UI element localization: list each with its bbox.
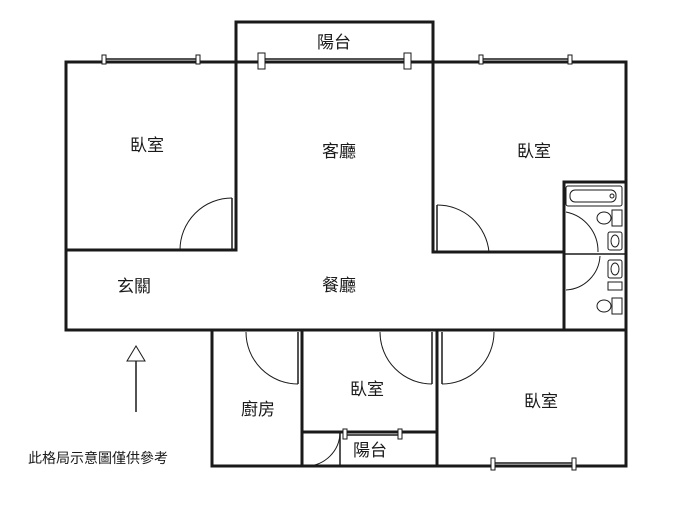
room-label-bedroom-top-right: 臥室 — [517, 142, 551, 162]
window-mark — [490, 457, 496, 471]
room-label-kitchen: 廚房 — [241, 399, 275, 420]
room-label-balcony-bottom: 陽台 — [353, 441, 387, 461]
door-swing — [565, 211, 599, 253]
bathtub-basin-icon — [569, 189, 617, 203]
door-swing — [179, 197, 233, 251]
room-label-bedroom-bottom-right: 臥室 — [524, 392, 558, 412]
wall-bedroom-top-right-bottom — [431, 60, 566, 254]
door-swing — [305, 431, 341, 467]
toilet-tank-icon — [611, 297, 623, 315]
wall-bedroom-top-left — [64, 60, 238, 252]
room-label-balcony-top: 陽台 — [317, 33, 351, 53]
door-swing — [245, 331, 299, 385]
sink-basin-icon — [610, 234, 620, 248]
window-mark — [571, 457, 577, 471]
walls — [64, 20, 628, 468]
window-mark — [478, 54, 484, 65]
wall-bedroom-top-right — [431, 60, 628, 184]
room-label-bedroom-bottom-middle: 臥室 — [350, 380, 384, 400]
room-label-entrance: 玄關 — [117, 277, 151, 297]
door-swing — [379, 331, 433, 385]
room-label-dining-room: 餐廳 — [322, 276, 356, 296]
window-mark — [257, 52, 266, 70]
door-swing — [565, 255, 601, 291]
toilet-tank-icon — [611, 209, 623, 227]
wall-dining — [64, 248, 566, 332]
drain-icon — [609, 193, 615, 199]
toilet-icon — [596, 299, 612, 313]
window-mark — [397, 428, 403, 440]
window-mark — [567, 54, 573, 65]
cabinet-icon — [607, 281, 623, 291]
window-mark — [195, 54, 201, 65]
door-swing — [441, 331, 495, 385]
room-labels: 陽台 臥室 客廳 臥室 玄關 餐廳 廚房 臥室 陽台 臥室 — [117, 33, 558, 461]
sink-basin-icon — [610, 262, 620, 276]
wall-lower-outer — [210, 328, 628, 468]
room-label-living-room: 客廳 — [322, 142, 356, 162]
wall-balcony-top — [234, 20, 435, 64]
window-mark — [101, 54, 107, 65]
window-mark — [342, 428, 348, 440]
doors — [179, 197, 601, 467]
room-label-bedroom-top-left: 臥室 — [130, 136, 164, 156]
bathroom-fixtures — [565, 185, 623, 315]
entrance-arrow-icon — [126, 345, 146, 412]
disclaimer-note: 此格局示意圖僅供參考 — [28, 450, 168, 467]
windows — [101, 52, 577, 471]
door-swing — [436, 204, 490, 253]
window-mark — [403, 52, 412, 70]
toilet-icon — [596, 211, 612, 225]
